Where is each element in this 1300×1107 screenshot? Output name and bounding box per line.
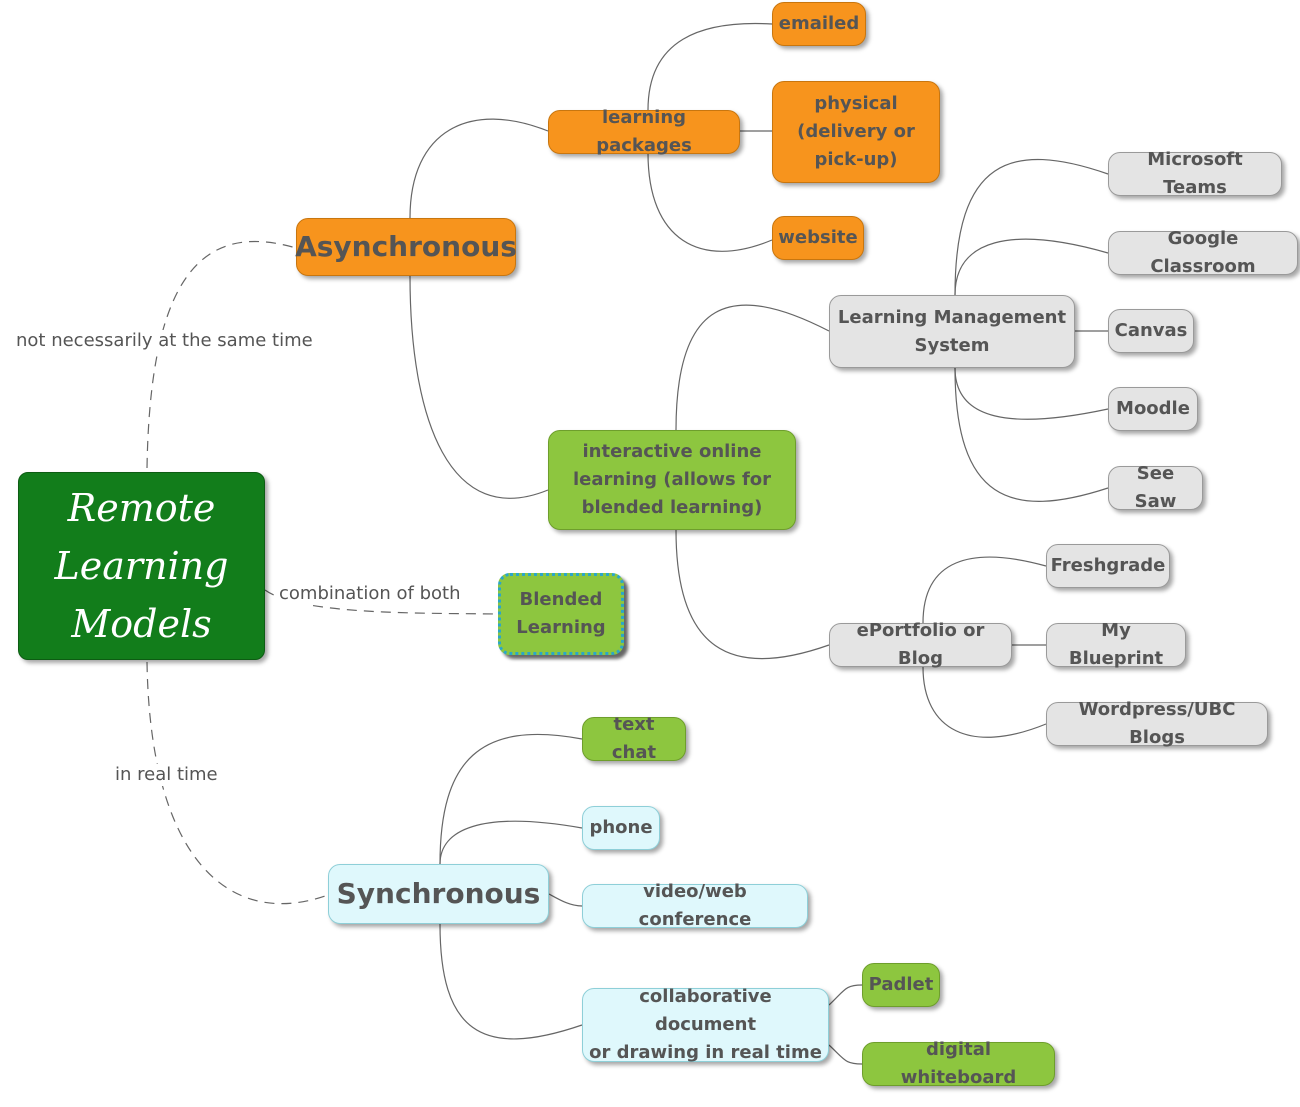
link-collab-padlet (828, 984, 863, 1006)
link-packages-emailed (647, 22, 773, 111)
edge-label-sync: in real time (115, 764, 218, 786)
link-sync-textchat (439, 733, 583, 865)
asynchronous-node[interactable]: Asynchronous (295, 218, 517, 276)
blended-learning-node[interactable]: Blended Learning (498, 573, 624, 655)
website-node[interactable]: website (772, 216, 864, 260)
link-lms-moodle (954, 367, 1109, 420)
link-lms-google (954, 238, 1109, 296)
link-lms-seesaw (954, 367, 1109, 502)
collaborative-document-node[interactable]: collaborative document or drawing in rea… (582, 986, 829, 1063)
digital-whiteboard-node[interactable]: digital whiteboard (862, 1039, 1055, 1088)
link-packages-website (647, 152, 773, 252)
my-blueprint-node[interactable]: My Blueprint (1046, 620, 1186, 669)
link-sync-phone (439, 820, 583, 865)
link-eportfolio-freshgrade (922, 556, 1047, 624)
edge-label-blended: combination of both (279, 583, 461, 605)
learning-packages-node[interactable]: learning packages (548, 107, 740, 156)
moodle-node[interactable]: Moodle (1108, 387, 1198, 431)
physical-node[interactable]: physical (delivery or pick-up) (772, 81, 940, 183)
see-saw-node[interactable]: See Saw (1108, 463, 1203, 512)
lms-node[interactable]: Learning Management System (829, 295, 1075, 368)
link-sync-collab (439, 923, 583, 1040)
link-sync-video (548, 893, 583, 907)
padlet-node[interactable]: Padlet (862, 963, 940, 1007)
link-interactive-eportfolio (675, 529, 830, 660)
root-node[interactable]: Remote Learning Models (18, 472, 265, 660)
google-classroom-node[interactable]: Google Classroom (1108, 228, 1298, 277)
interactive-online-learning-node[interactable]: interactive online learning (allows for … (548, 430, 796, 530)
link-collab-whiteboard (828, 1044, 863, 1065)
wordpress-node[interactable]: Wordpress/UBC Blogs (1046, 699, 1268, 748)
link-root-async (146, 240, 297, 469)
microsoft-teams-node[interactable]: Microsoft Teams (1108, 149, 1282, 198)
link-async-interactive (409, 275, 549, 499)
text-chat-node[interactable]: text chat (582, 714, 686, 763)
phone-node[interactable]: phone (582, 806, 660, 850)
link-async-packages (409, 118, 549, 219)
link-root-sync (146, 661, 329, 905)
canvas-node[interactable]: Canvas (1108, 309, 1194, 353)
link-interactive-lms (675, 304, 830, 431)
synchronous-node[interactable]: Synchronous (328, 864, 549, 924)
edge-label-async: not necessarily at the same time (16, 330, 313, 352)
video-web-conference-node[interactable]: video/web conference (582, 881, 808, 930)
link-eportfolio-wordpress (922, 666, 1047, 738)
eportfolio-node[interactable]: ePortfolio or Blog (829, 620, 1012, 669)
emailed-node[interactable]: emailed (772, 2, 866, 46)
freshgrade-node[interactable]: Freshgrade (1046, 544, 1170, 588)
link-lms-teams (954, 158, 1109, 296)
